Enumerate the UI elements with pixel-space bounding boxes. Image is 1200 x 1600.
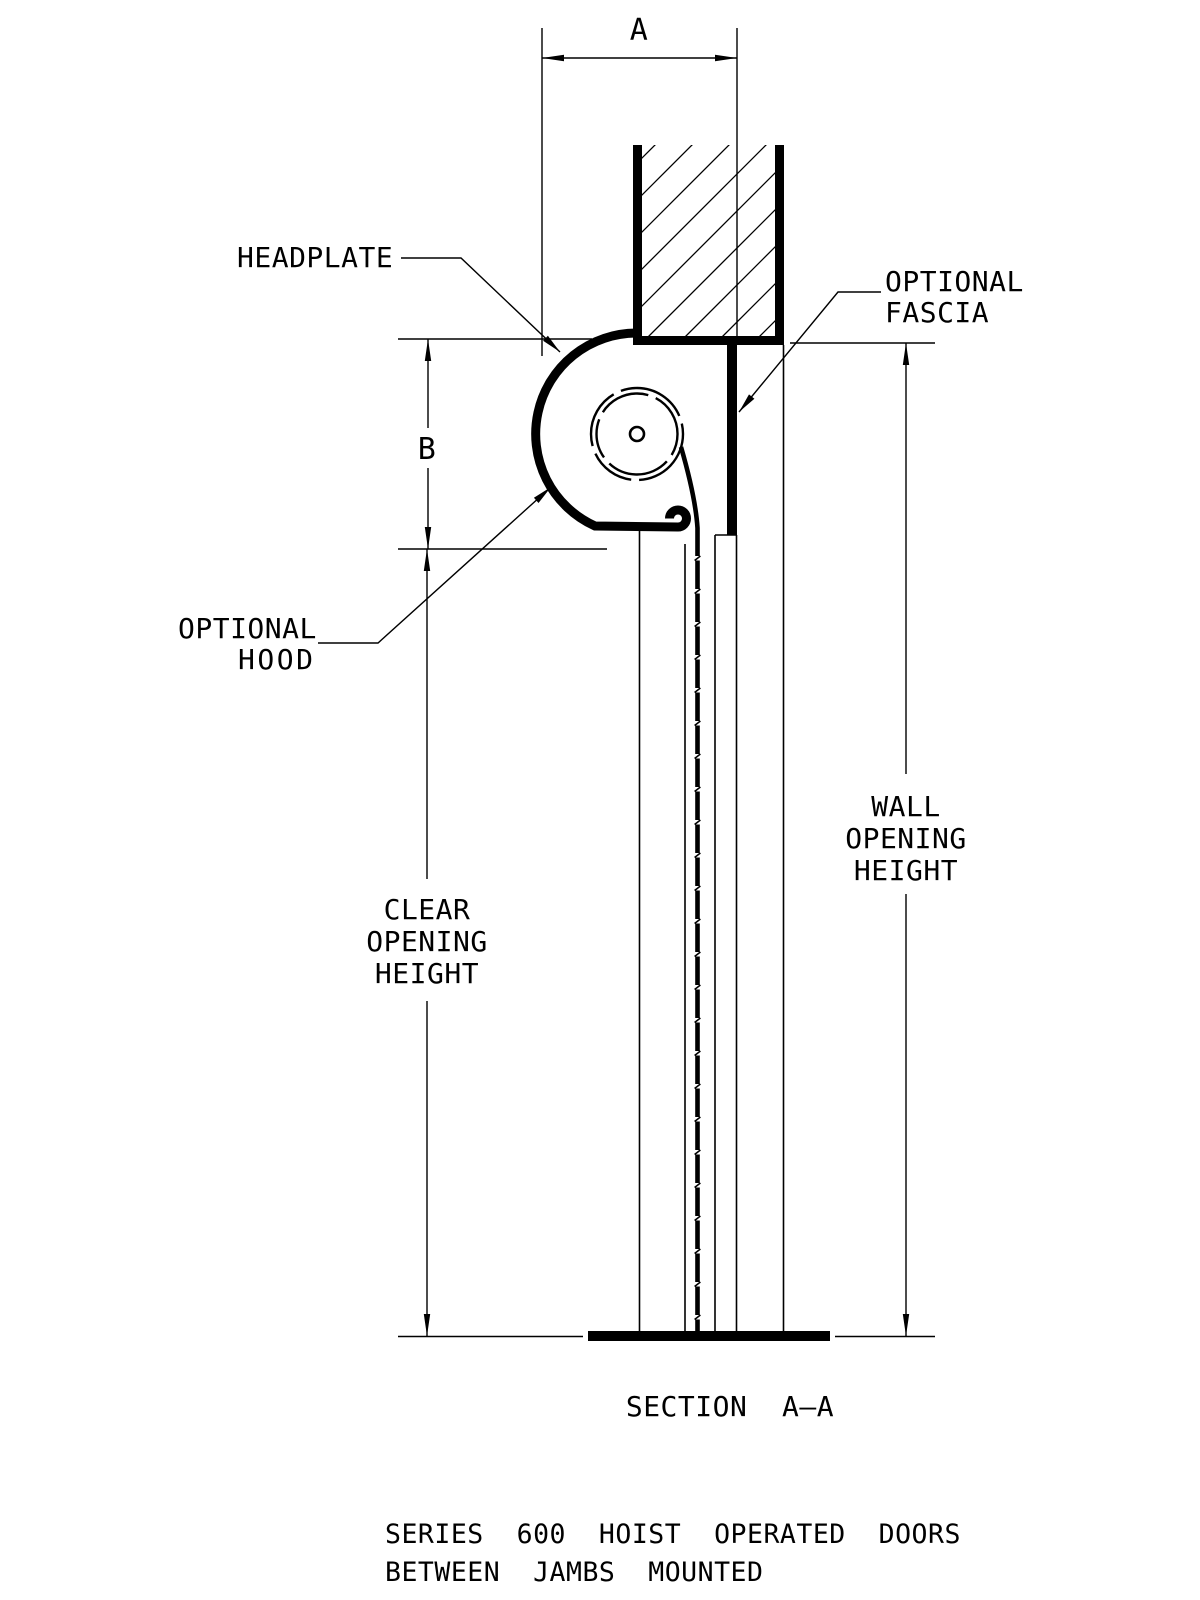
dim-b-arrow-down — [424, 527, 432, 549]
guide-lines — [638, 345, 785, 1331]
hood — [531, 328, 691, 532]
clear-arrow-up — [423, 549, 431, 571]
hood-curve — [531, 328, 691, 532]
clear-opening-label-3: HEIGHT — [375, 957, 479, 990]
dimension-b: B — [398, 338, 607, 550]
wall-section — [633, 145, 784, 345]
fascia — [715, 336, 737, 536]
floor-slab — [588, 1331, 830, 1341]
dim-a-arrow-left — [542, 54, 564, 62]
wall-arrow-up — [902, 343, 910, 365]
wall-opening-label-1: WALL — [871, 790, 940, 823]
dim-a-arrow-right — [715, 54, 737, 62]
section-caption: SECTION A–A — [626, 1390, 834, 1423]
headplate-label: HEADPLATE — [237, 241, 393, 274]
dimension-a: A — [541, 13, 738, 356]
wall-left-face — [633, 145, 642, 339]
wall-opening-label-2: OPENING — [845, 822, 967, 855]
wall-soffit — [633, 336, 784, 345]
curtain-slat-joints — [694, 555, 701, 1321]
callout-optional-fascia: OPTIONAL FASCIA — [738, 265, 1024, 413]
clear-opening-label-1: CLEAR — [384, 893, 471, 926]
dim-b-label: B — [418, 432, 437, 467]
wall-opening-label-3: HEIGHT — [854, 854, 958, 887]
callout-optional-hood: OPTIONAL HOOD — [178, 486, 552, 676]
fascia-leader-arrow — [739, 394, 755, 412]
coil-outer — [589, 386, 685, 482]
coil-inner — [595, 392, 679, 476]
callout-headplate: HEADPLATE — [237, 241, 561, 353]
floor — [398, 1331, 935, 1341]
fascia-plate — [727, 336, 737, 535]
drum-shaft — [628, 425, 646, 443]
hood-leader — [318, 486, 552, 644]
hood-leader-arrow — [533, 487, 551, 503]
hood-label-2: HOOD — [238, 643, 315, 676]
headplate-leader-arrow — [543, 335, 560, 352]
drawing-title-line1: SERIES 600 HOIST OPERATED DOORS — [385, 1519, 961, 1550]
fascia-label-2: FASCIA — [885, 296, 989, 329]
fascia-label-1: OPTIONAL — [885, 265, 1024, 298]
wall-hatch — [642, 145, 775, 337]
dimension-clear-opening: CLEAR OPENING HEIGHT — [366, 549, 488, 1336]
dimension-wall-opening: WALL OPENING HEIGHT — [790, 342, 967, 1336]
wall-right-face — [775, 145, 784, 345]
dim-b-arrow-up — [424, 339, 432, 361]
curtain-roll — [589, 386, 701, 1331]
clear-arrow-down — [423, 1314, 431, 1336]
hood-label-1: OPTIONAL — [178, 612, 317, 645]
dim-a-label: A — [630, 13, 649, 48]
wall-arrow-down — [902, 1314, 910, 1336]
fascia-leader — [738, 291, 881, 413]
clear-opening-label-2: OPENING — [366, 925, 488, 958]
drawing-title-line2: BETWEEN JAMBS MOUNTED — [385, 1557, 763, 1588]
headplate-leader — [401, 257, 561, 353]
door-curtain — [678, 446, 700, 1331]
